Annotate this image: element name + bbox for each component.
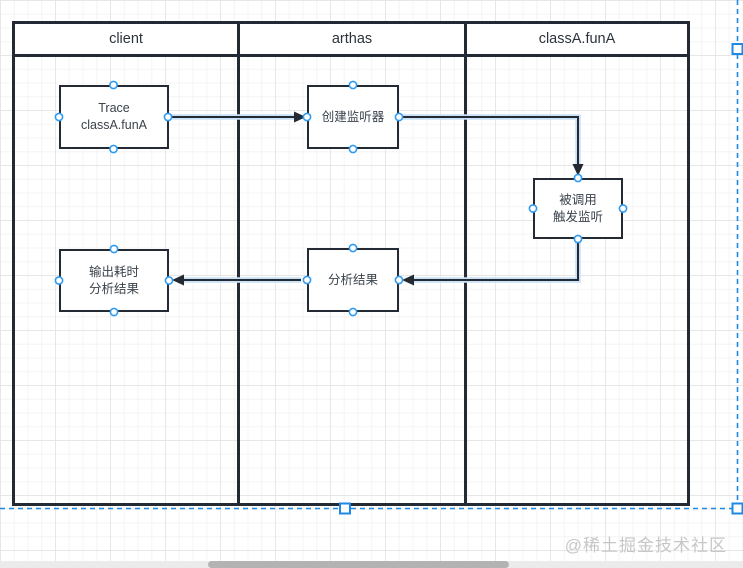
node-trace-classa-funa[interactable]: Trace classA.funA [59, 85, 169, 149]
node-invoked-trigger[interactable]: 被调用 触发监听 [533, 178, 623, 239]
node-analyze-result[interactable]: 分析结果 [307, 248, 399, 312]
lane-header-classa-funa[interactable]: classA.funA [538, 31, 616, 47]
selection-handle-corner[interactable] [731, 502, 743, 515]
horizontal-scrollbar-thumb[interactable] [208, 561, 509, 568]
lane-divider-arthas-classa [464, 21, 467, 506]
selection-handle-right[interactable] [731, 43, 743, 55]
watermark-text: @稀土掘金技术社区 [564, 536, 727, 555]
lane-header-arthas[interactable]: arthas [331, 31, 373, 47]
lane-divider-client-arthas [237, 21, 240, 506]
node-output-cost-result[interactable]: 输出耗时 分析结果 [59, 249, 169, 312]
horizontal-scrollbar-track[interactable] [0, 561, 743, 568]
node-create-listener[interactable]: 创建监听器 [307, 85, 399, 149]
swimlane-header-row[interactable] [12, 21, 690, 57]
lane-header-client[interactable]: client [109, 31, 143, 47]
